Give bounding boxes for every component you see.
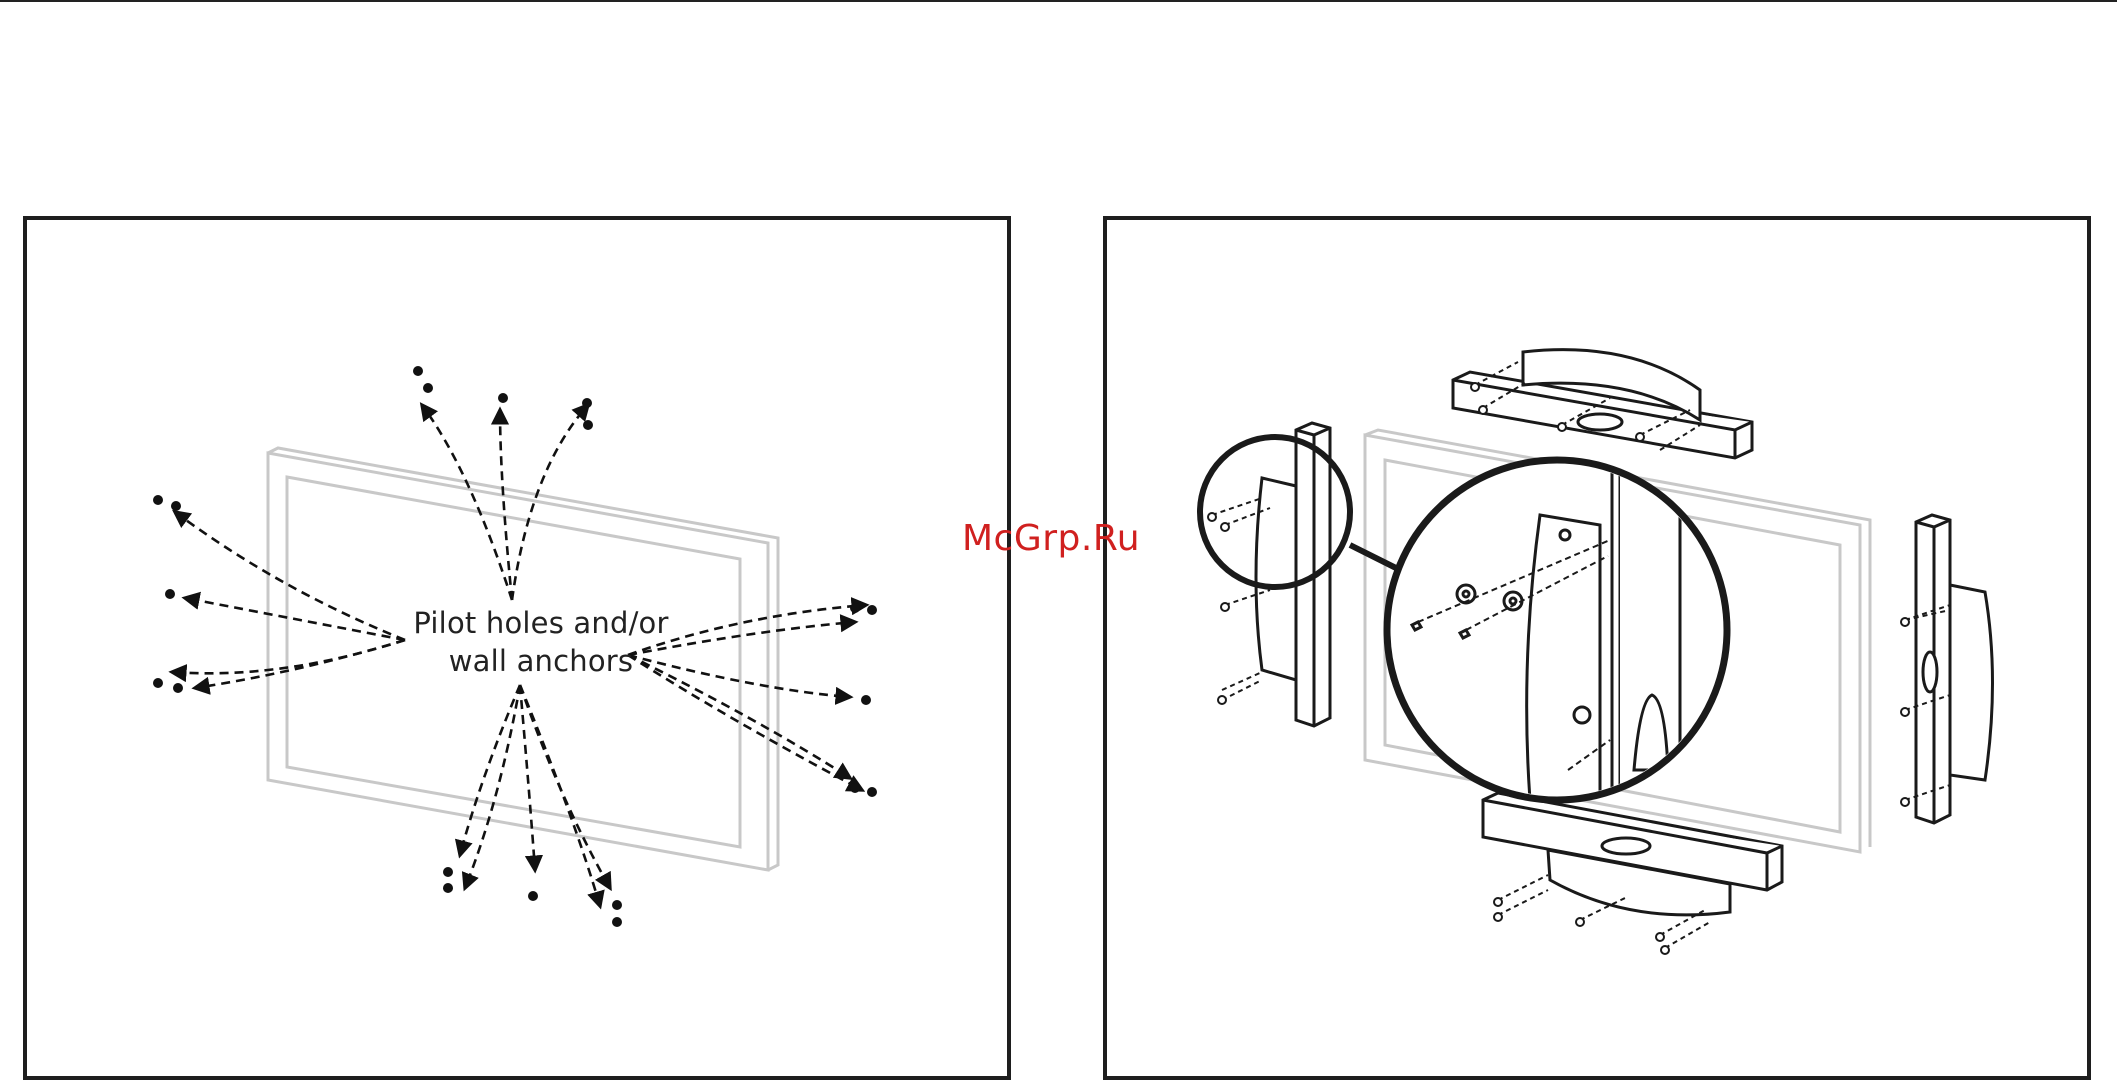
watermark: McGrp.Ru xyxy=(962,518,1140,559)
detail-zoom-circle xyxy=(1387,460,1727,800)
top-mounting-bracket xyxy=(1453,350,1752,458)
right-mounting-bracket xyxy=(1916,515,1993,823)
